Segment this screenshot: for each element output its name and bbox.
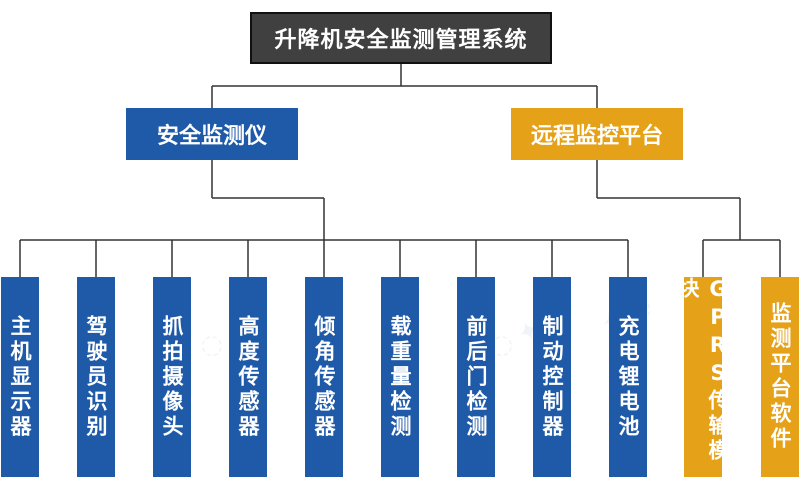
leaf-snapshot-camera: 抓拍摄像头 [153, 277, 191, 477]
leaf-load-detection: 载重量检测 [381, 277, 419, 477]
leaf-gprs-module: GPRS传输模块 [676, 277, 730, 477]
node-remote-platform: 远程监控平台 [511, 108, 683, 160]
leaf-monitor-software: 监测平台软件 [761, 277, 799, 477]
leaf-height-sensor: 高度传感器 [229, 277, 267, 477]
leaf-door-detection: 前后门检测 [457, 277, 495, 477]
leaf-tilt-sensor: 倾角传感器 [305, 277, 343, 477]
leaf-brake-controller: 制动控制器 [533, 277, 571, 477]
root-node: 升降机安全监测管理系统 [250, 12, 552, 64]
leaf-driver-id: 驾驶员识别 [77, 277, 115, 477]
node-safety-monitor: 安全监测仪 [126, 108, 298, 160]
leaf-host-display: 主机显示器 [1, 277, 39, 477]
leaf-lithium-battery: 充电锂电池 [609, 277, 647, 477]
